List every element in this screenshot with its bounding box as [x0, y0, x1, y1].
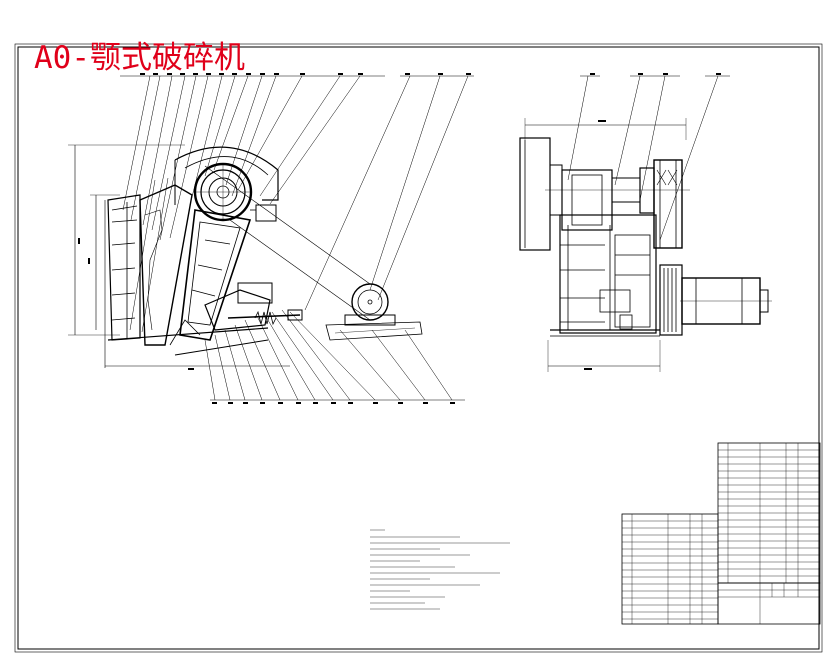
inner-border — [17, 46, 820, 650]
annotation-marks — [78, 73, 721, 404]
technical-notes — [370, 529, 510, 610]
drawing-title: A0-颚式破碎机 — [34, 40, 245, 76]
front-view — [68, 75, 474, 401]
side-view — [519, 75, 772, 372]
parts-list — [621, 442, 821, 625]
outer-border — [14, 43, 823, 653]
